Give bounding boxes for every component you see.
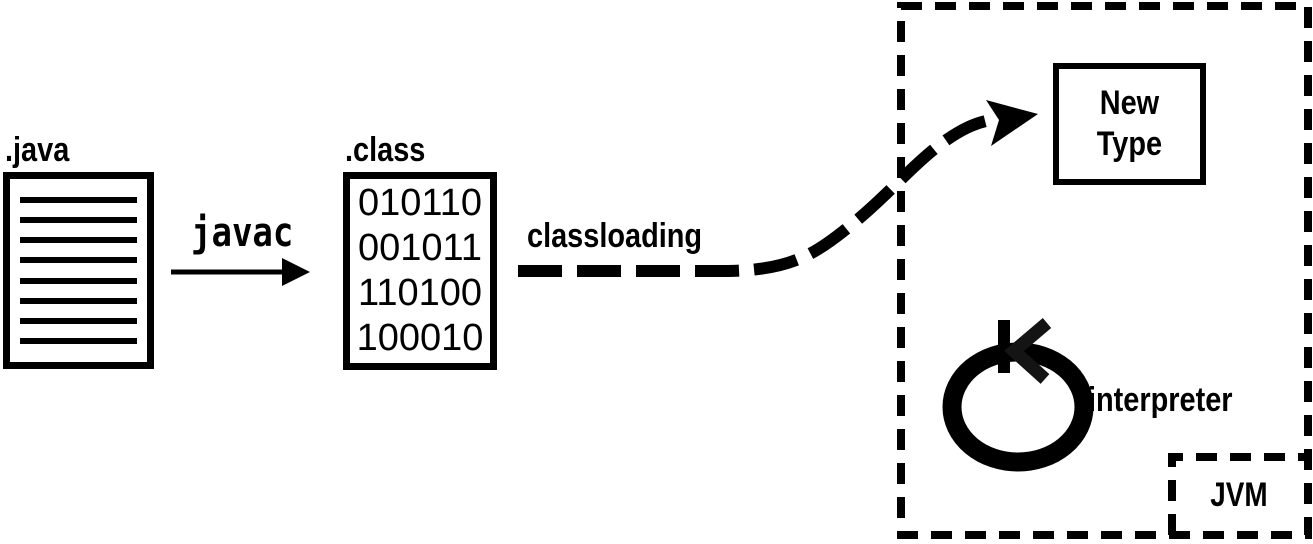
jvm-corner-notch	[1168, 453, 1308, 535]
jvm-corner-box: JVM	[1174, 459, 1304, 531]
class-file-bytecode-box: 010110 001011 110100 100010	[343, 172, 497, 370]
java-file-label: .java	[5, 131, 70, 169]
javac-arrow-icon	[171, 258, 310, 286]
class-file-label: .class	[345, 131, 426, 169]
binary-line: 100010	[356, 317, 484, 359]
new-type-label: New Type	[1096, 84, 1163, 163]
java-source-document-icon	[3, 172, 154, 369]
document-text-line	[20, 337, 137, 344]
document-text-line	[20, 297, 137, 304]
classloading-arrow-icon	[518, 100, 1038, 277]
jvm-label: JVM	[1210, 475, 1268, 514]
classloading-label: classloading	[527, 217, 703, 255]
document-text-line	[20, 277, 137, 284]
document-text-line	[20, 197, 137, 204]
binary-line: 001011	[358, 227, 482, 269]
binary-line: 010110	[358, 182, 482, 224]
jvm-boundary-box	[897, 2, 1312, 539]
document-text-line	[20, 317, 137, 324]
interpreter-label: interpreter	[1088, 381, 1233, 419]
new-type-box: New Type	[1053, 63, 1206, 185]
document-text-line	[20, 217, 137, 224]
binary-line: 110100	[358, 272, 482, 314]
document-text-line	[20, 257, 137, 264]
javac-compiler-label: javac	[191, 210, 294, 256]
interpreter-loop-icon	[942, 318, 1094, 472]
document-text-line	[20, 237, 137, 244]
